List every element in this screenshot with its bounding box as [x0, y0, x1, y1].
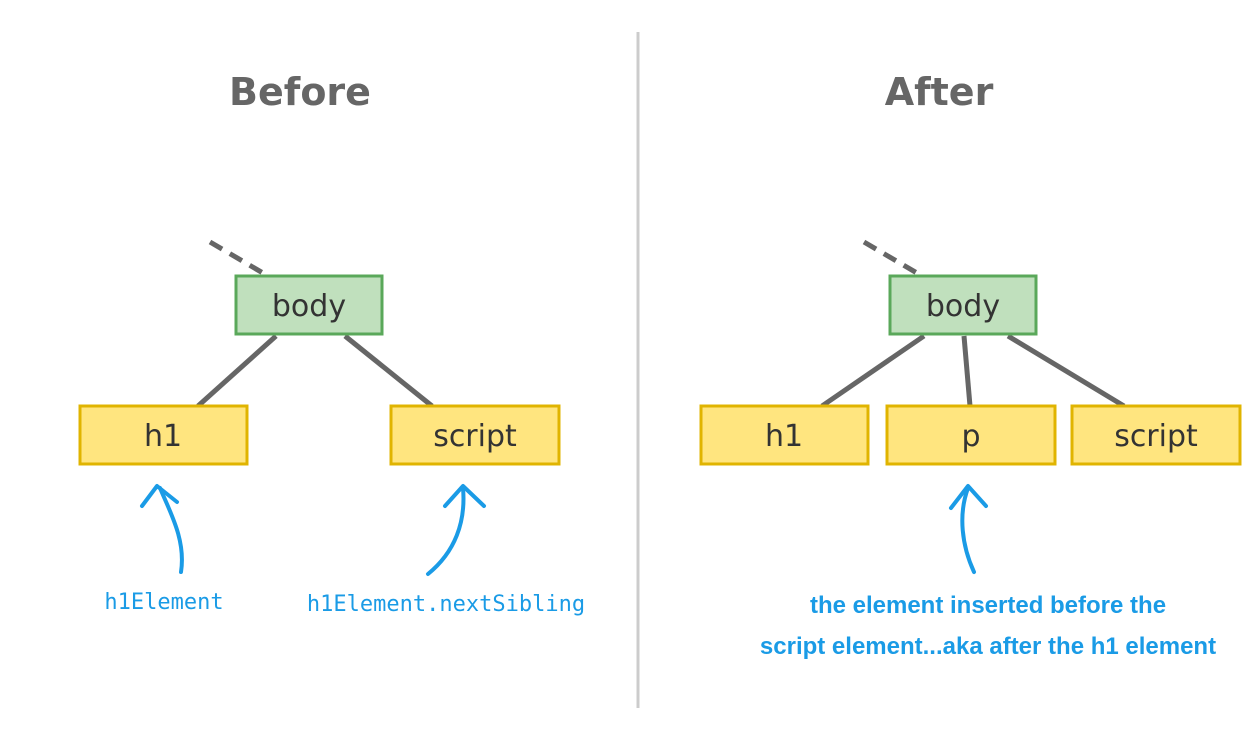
before-tree: body h1 script: [78, 239, 561, 466]
edge-body-h1: [196, 334, 278, 408]
body-node: [888, 274, 1038, 336]
before-title: Before: [229, 70, 371, 114]
h1-node: [699, 404, 870, 466]
h1-node: [78, 404, 249, 466]
parent-dashed-line: [862, 239, 924, 279]
body-node-label: body: [926, 289, 1000, 324]
edge-body-script: [1006, 333, 1126, 409]
p-node-label: p: [961, 419, 980, 454]
after-title: After: [885, 70, 994, 114]
arrow-up-icon: [426, 484, 486, 576]
script-node: [389, 404, 561, 466]
after-tree: body h1 p script: [699, 239, 1242, 466]
next-sibling-label: h1Element.nextSibling: [307, 592, 585, 617]
h1-node-label: h1: [765, 419, 803, 454]
body-node: [234, 274, 384, 336]
body-node-label: body: [272, 289, 346, 324]
arrow-up-icon: [949, 484, 988, 574]
annotation-line-1: the element inserted before the: [810, 592, 1166, 619]
parent-dashed-line: [208, 239, 270, 279]
script-node-label: script: [1114, 419, 1198, 454]
edge-body-p: [961, 335, 973, 407]
arrow-up-icon: [140, 484, 184, 574]
edge-body-script: [343, 334, 434, 408]
p-node: [885, 404, 1057, 466]
edge-body-h1: [820, 333, 926, 409]
h1-node-label: h1: [144, 419, 182, 454]
script-node-label: script: [433, 419, 517, 454]
h1-element-label: h1Element: [104, 590, 223, 615]
annotation-line-2: script element...aka after the h1 elemen…: [760, 633, 1216, 660]
script-node: [1070, 404, 1242, 466]
